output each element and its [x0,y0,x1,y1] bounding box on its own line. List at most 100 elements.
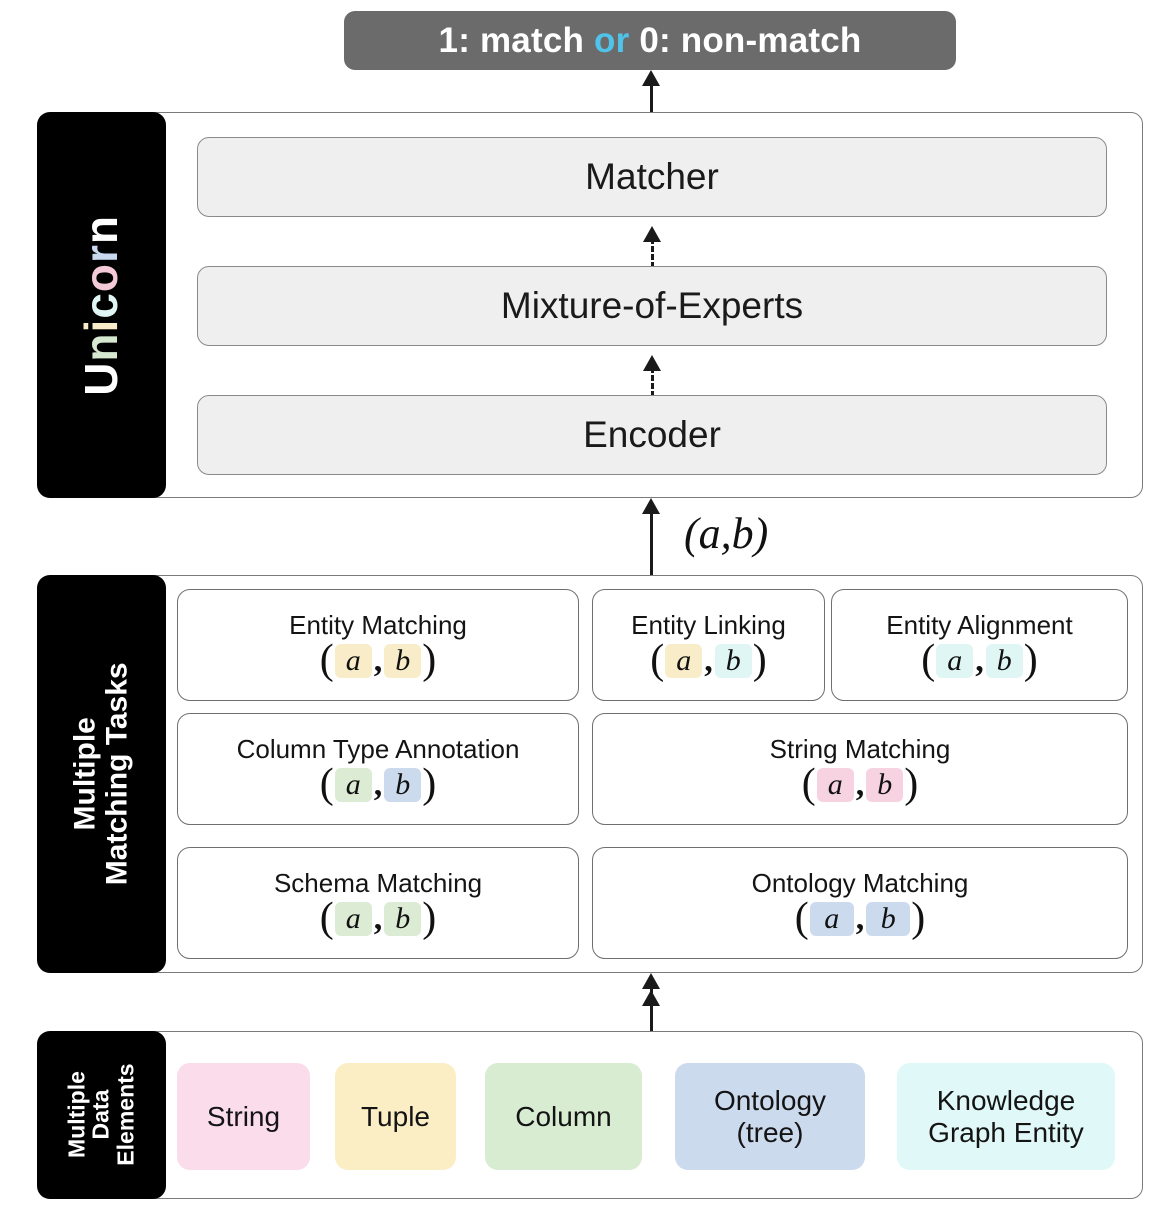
task-column-type-annotation[interactable]: Column Type Annotation ( a , b ) [177,713,579,825]
task-entity-linking-label: Entity Linking [631,609,786,640]
open-paren: ( [319,761,334,808]
arrow-moe-to-matcher-shaft [651,238,654,284]
data-tag-line-2: Data [88,1090,115,1140]
data-element-tuple-label: Tuple [360,1100,430,1132]
data-elements-section-tag-label: Multiple Data Elements [63,1063,139,1167]
unicorn-stage-encoder-label: Encoder [583,414,721,455]
task-schema-matching-label: Schema Matching [273,867,483,898]
open-paren: ( [801,761,816,808]
task-column-type-annotation-pair: ( a , b ) [319,761,437,808]
unicorn-stage-moe-label: Mixture-of-Experts [500,285,804,326]
task-ontology-matching-label: Ontology Matching [751,867,969,898]
task-entity-alignment[interactable]: Entity Alignment ( a , b ) [831,589,1128,701]
var-a-chip: a [816,768,854,803]
arrow-moe-to-matcher-head [643,226,661,242]
task-entity-alignment-label: Entity Alignment [886,609,1073,640]
open-paren: ( [794,895,809,942]
unicorn-letter: n [75,214,128,244]
task-column-type-annotation-label: Column Type Annotation [236,733,520,764]
data-tag-line-1: Multiple [63,1071,90,1159]
task-entity-linking[interactable]: Entity Linking ( a , b ) [592,589,825,701]
pair-comma: , [855,900,865,938]
unicorn-letter: n [75,332,128,362]
close-paren: ) [422,637,437,684]
task-entity-matching-pair: ( a , b ) [319,637,437,684]
var-a-chip: a [334,902,372,937]
task-ontology-matching[interactable]: Ontology Matching ( a , b ) [592,847,1128,959]
var-b-chip: b [985,644,1023,679]
unicorn-wordmark: Unicorn [75,214,128,396]
task-ontology-matching-pair: ( a , b ) [794,895,926,942]
close-paren: ) [422,895,437,942]
task-string-matching[interactable]: String Matching ( a , b ) [592,713,1128,825]
output-nonmatch-text: 0: non-match [629,20,862,60]
task-string-matching-pair: ( a , b ) [801,761,919,808]
tasks-section-tag-label: Multiple Matching Tasks [68,662,134,886]
data-tag-line-3: Elements [112,1063,139,1167]
unicorn-letter: r [75,243,128,263]
unicorn-letter: i [75,318,128,333]
var-b-chip: b [866,902,911,937]
var-b-chip: b [714,644,752,679]
arrow-tasks-to-unicorn-head [642,498,660,514]
tasks-section-tag: Multiple Matching Tasks [37,575,166,973]
data-element-ontology-label: Ontology (tree) [713,1085,827,1148]
task-entity-linking-pair: ( a , b ) [650,637,767,684]
tasks-tag-line-1: Multiple [68,717,102,831]
task-entity-matching-label: Entity Matching [289,609,467,640]
var-b-chip: b [384,644,422,679]
close-paren: ) [911,895,926,942]
var-b-chip: b [384,902,422,937]
arrow-tasks-to-unicorn-shaft [650,512,653,576]
output-label: 1: match or 0: non-match [344,11,956,70]
tasks-tag-line-2: Matching Tasks [100,662,134,886]
unicorn-stage-encoder: Encoder [197,395,1107,475]
data-element-string[interactable]: String [177,1063,310,1170]
data-element-ontology[interactable]: Ontology (tree) [675,1063,865,1170]
var-a-chip: a [334,644,372,679]
unicorn-letter: U [75,361,128,396]
arrow-encoder-to-moe-shaft [651,367,654,413]
open-paren: ( [319,895,334,942]
pair-comma: , [373,642,383,680]
pair-comma: , [704,642,713,680]
data-element-knowledge-graph-entity[interactable]: Knowledge Graph Entity [897,1063,1115,1170]
arrow-data-to-tasks-head-outer [642,973,660,989]
arrow-encoder-to-moe-head [643,355,661,371]
pair-comma: , [373,900,383,938]
data-elements-section-tag: Multiple Data Elements [37,1031,166,1199]
data-element-column-label: Column [515,1100,612,1132]
pair-comma: , [975,642,984,680]
close-paren: ) [422,761,437,808]
data-element-kg-entity-label: Knowledge Graph Entity [928,1085,1084,1148]
close-paren: ) [1023,637,1038,684]
unicorn-letter: o [75,262,128,292]
task-entity-matching[interactable]: Entity Matching ( a , b ) [177,589,579,701]
task-string-matching-label: String Matching [769,733,951,764]
task-schema-matching-pair: ( a , b ) [319,895,437,942]
var-a-chip: a [809,902,854,937]
close-paren: ) [752,637,767,684]
var-b-chip: b [384,768,422,803]
output-or-text: or [594,20,630,60]
unicorn-letter: c [75,291,128,319]
task-entity-alignment-pair: ( a , b ) [921,637,1038,684]
task-schema-matching[interactable]: Schema Matching ( a , b ) [177,847,579,959]
unicorn-stage-matcher: Matcher [197,137,1107,217]
pair-comma: , [855,766,865,804]
unicorn-stage-moe: Mixture-of-Experts [197,266,1107,346]
pair-comma: , [373,766,383,804]
open-paren: ( [650,637,665,684]
data-element-tuple[interactable]: Tuple [335,1063,456,1170]
output-match-text: 1: match [438,20,594,60]
var-b-chip: b [866,768,904,803]
data-element-column[interactable]: Column [485,1063,642,1170]
open-paren: ( [319,637,334,684]
unicorn-section-tag: Unicorn [37,112,166,498]
close-paren: ) [904,761,919,808]
arrow-unicorn-to-output-head [642,70,660,86]
var-a-chip: a [334,768,372,803]
data-element-string-label: String [206,1100,281,1132]
var-a-chip: a [665,644,703,679]
arrow-data-to-tasks-head-inner [642,990,660,1006]
